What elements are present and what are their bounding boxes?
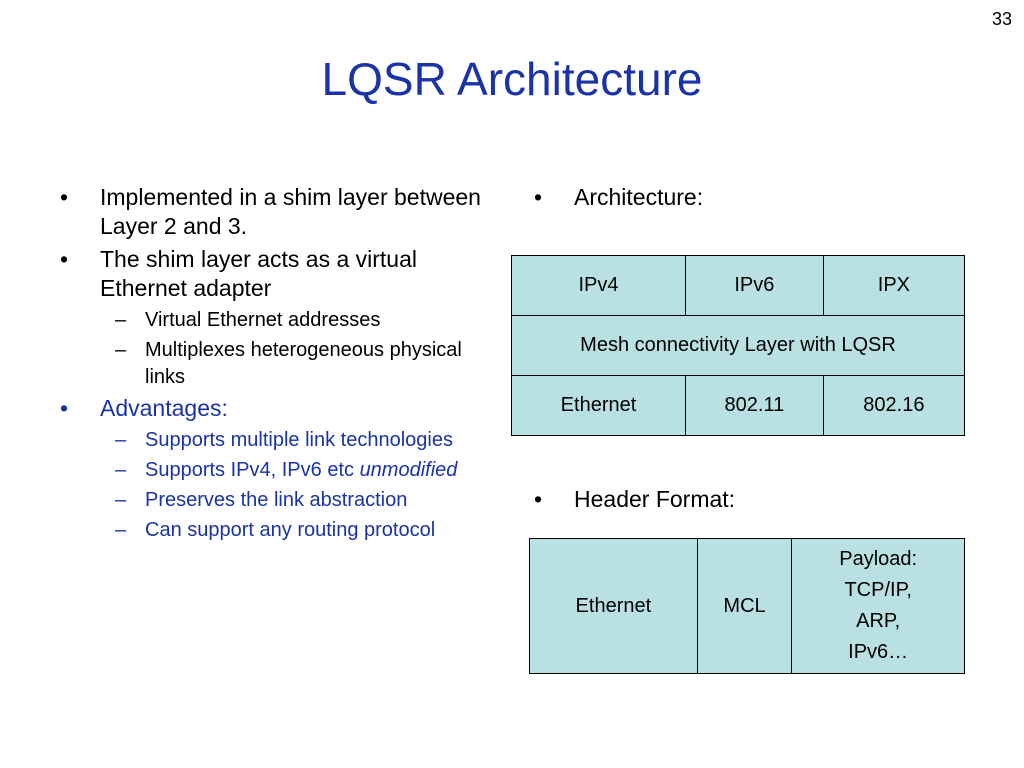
table-row: Ethernet MCL Payload: TCP/IP, ARP, IPv6… (529, 538, 965, 674)
bullet-mark: • (534, 486, 543, 512)
bullet-header-format-label: • Header Format: (534, 485, 735, 514)
bullet-mark: • (534, 184, 543, 210)
sub-bullet-multiplexes: – Multiplexes heterogeneous physical lin… (100, 337, 500, 391)
bullet-advantages: • Advantages: (60, 394, 500, 423)
bullet-architecture-label: • Architecture: (534, 183, 703, 212)
sub-bullet-emphasis: unmodified (359, 459, 458, 481)
sub-bullet-text: Can support any routing protocol (145, 519, 436, 541)
table-row: Ethernet 802.11 802.16 (511, 375, 966, 436)
bullet-text: The shim layer acts as a virtual Etherne… (100, 246, 418, 301)
bullet-text: Advantages: (100, 395, 228, 421)
table-cell: Ethernet (511, 375, 686, 436)
sub-bullet-text: Supports IPv4, IPv6 etc (145, 459, 354, 481)
header-format-label: Header Format: (574, 486, 736, 512)
table-cell: 802.11 (684, 375, 824, 436)
dash-mark: – (115, 519, 127, 541)
sub-bullet-ipv4-ipv6: – Supports IPv4, IPv6 etc unmodified (100, 457, 500, 484)
left-column: • Implemented in a shim layer between La… (60, 183, 500, 547)
bullet-mark: • (60, 246, 69, 272)
payload-line: IPv6… (848, 641, 909, 663)
sub-bullet-multiple-link: – Supports multiple link technologies (100, 427, 500, 454)
payload-cell: Payload: TCP/IP, ARP, IPv6… (791, 538, 965, 674)
table-cell: 802.16 (822, 375, 966, 436)
table-cell: IPv6 (684, 255, 824, 316)
dash-mark: – (115, 429, 127, 451)
architecture-table: IPv4 IPv6 IPX Mesh connectivity Layer wi… (511, 255, 966, 436)
sub-bullet-text: Virtual Ethernet addresses (145, 309, 381, 331)
payload-line: ARP, (856, 610, 901, 632)
table-cell: IPX (822, 255, 966, 316)
bullet-shim-layer: • Implemented in a shim layer between La… (60, 183, 500, 241)
payload-line: Payload: (839, 548, 918, 570)
bullet-mark: • (60, 184, 69, 210)
slide-title: LQSR Architecture (321, 53, 703, 105)
bullet-mark: • (60, 395, 69, 421)
sub-bullet-text: Supports multiple link technologies (145, 429, 453, 451)
bullet-text: Implemented in a shim layer between Laye… (100, 184, 481, 239)
sub-bullet-text: Preserves the link abstraction (145, 489, 408, 511)
payload-line: TCP/IP, (844, 579, 912, 601)
sub-bullet-text: Multiplexes heterogeneous physical links (145, 339, 462, 388)
table-cell: Ethernet (529, 538, 698, 674)
sub-bullet-virtual-addresses: – Virtual Ethernet addresses (100, 307, 500, 334)
table-cell: Mesh connectivity Layer with LQSR (511, 315, 965, 376)
header-format-table: Ethernet MCL Payload: TCP/IP, ARP, IPv6… (529, 538, 965, 674)
dash-mark: – (115, 489, 127, 511)
sub-bullet-routing-protocol: – Can support any routing protocol (100, 517, 500, 544)
table-cell: IPv4 (511, 255, 686, 316)
architecture-label: Architecture: (574, 184, 704, 210)
sub-bullet-link-abstraction: – Preserves the link abstraction (100, 487, 500, 514)
dash-mark: – (115, 459, 127, 481)
table-row: IPv4 IPv6 IPX (511, 255, 966, 316)
dash-mark: – (115, 309, 127, 331)
dash-mark: – (115, 339, 127, 361)
bullet-virtual-adapter: • The shim layer acts as a virtual Ether… (60, 245, 500, 303)
table-row: Mesh connectivity Layer with LQSR (511, 315, 965, 376)
page-number: 33 (991, 9, 1012, 29)
table-cell: MCL (696, 538, 793, 674)
